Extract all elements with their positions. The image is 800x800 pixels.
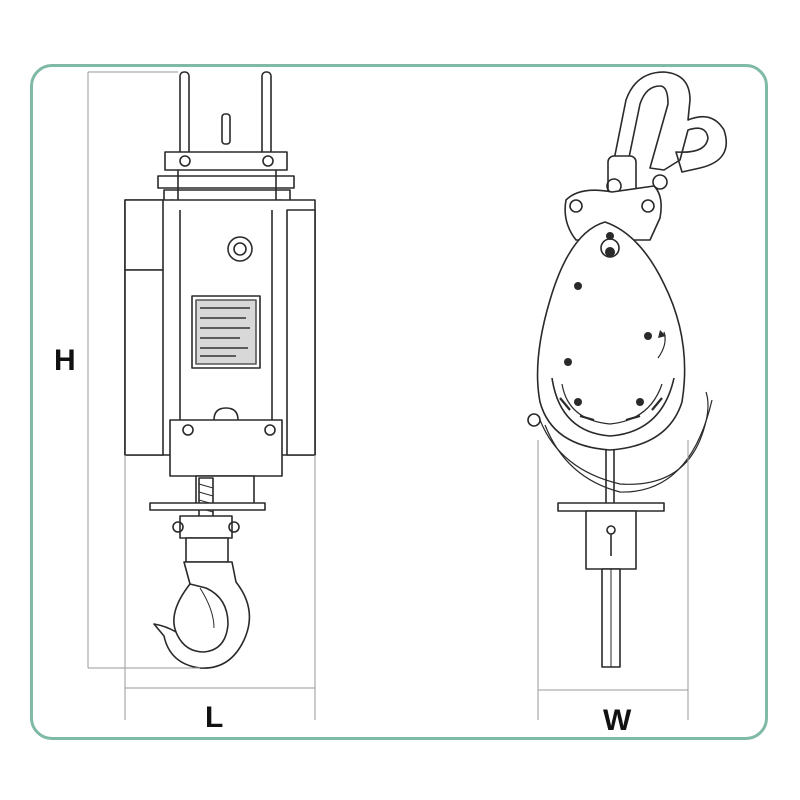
diagram-frame [30,64,768,740]
dimension-lines-front [87,71,316,720]
lifting-hook-icon [153,561,251,669]
top-rod-right [261,71,272,159]
lower-block [169,419,283,477]
motor-casing [536,221,686,451]
top-bracket [164,151,288,171]
cable-eye-icon [227,236,253,262]
height-dimension-label: H [54,344,76,377]
dimension-lines-side [537,440,689,720]
width-dimension-label: W [603,704,632,737]
hook-swivel [179,515,233,539]
snap-hook-icon [611,71,728,173]
hoist-side-icon [527,71,728,668]
hoist-front-icon [124,71,316,669]
top-stud [221,113,231,145]
top-rod-left [179,71,190,159]
length-dimension-label: L [205,701,224,734]
